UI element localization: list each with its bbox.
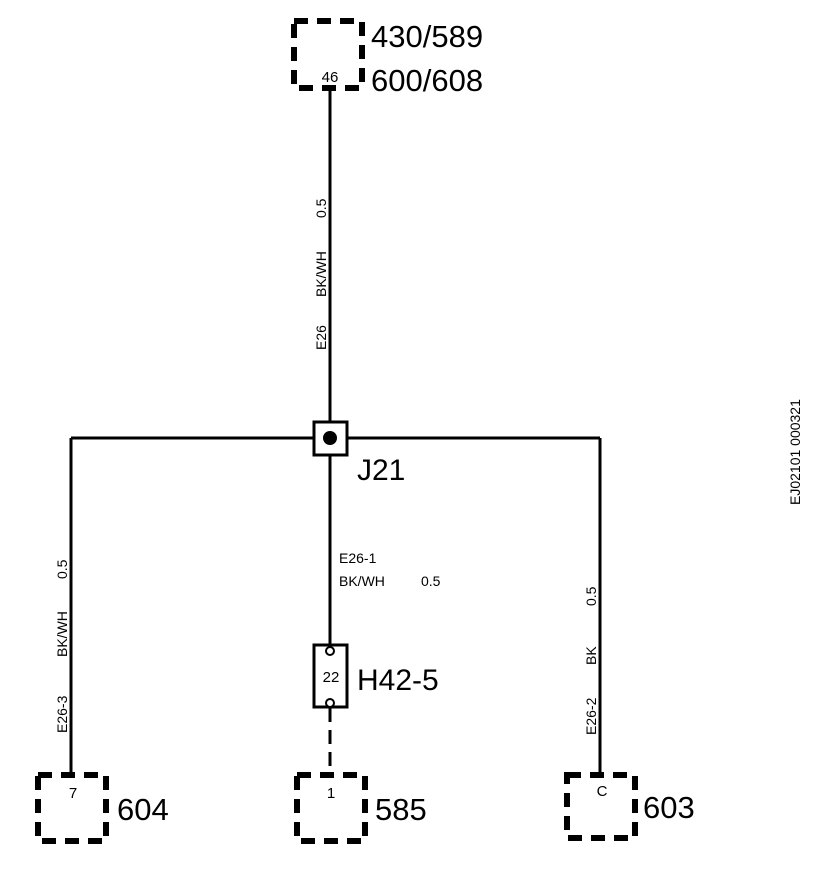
- top-connector: 46 430/589 600/608: [291, 18, 483, 98]
- connector-604-label: 604: [117, 792, 169, 827]
- connector-603: C 603: [564, 772, 695, 841]
- inline-connector-pin: 22: [323, 669, 340, 686]
- splice-dot: [323, 431, 337, 445]
- top-connector-pin: 46: [322, 69, 339, 86]
- connector-585-pin: 1: [327, 785, 335, 802]
- wire-main-size: 0.5: [313, 198, 329, 218]
- inline-connector-h42-5: 22 H42-5: [312, 643, 439, 709]
- wire-left-labels: E26-3 BK/WH 0.5: [54, 559, 70, 733]
- connector-585: 1 585: [294, 772, 427, 844]
- top-connector-label-a: 430/589: [371, 19, 483, 54]
- connector-604-box: [35, 772, 109, 844]
- wire-center-circuit: E26-1: [339, 550, 377, 566]
- wire-right-color: BK: [583, 646, 599, 665]
- connector-604: 7 604: [35, 772, 169, 844]
- wire-main-color: BK/WH: [313, 251, 329, 297]
- connector-603-label: 603: [643, 790, 695, 825]
- connector-603-pin: C: [597, 783, 608, 800]
- wire-center-labels: E26-1 BK/WH 0.5: [339, 550, 441, 589]
- connector-585-label: 585: [375, 792, 427, 827]
- inline-connector-pin-bottom: [325, 698, 335, 708]
- splice-box: [312, 420, 349, 457]
- wire-left-color: BK/WH: [54, 611, 70, 657]
- splice-j21: J21: [312, 420, 405, 487]
- wire-left-circuit: E26-3: [54, 695, 70, 733]
- splice-label: J21: [357, 454, 405, 487]
- wire-right-labels: E26-2 BK 0.5: [583, 586, 599, 735]
- drawing-id: EJ02101 000321: [787, 399, 803, 505]
- top-connector-box: [291, 18, 365, 91]
- wire-main-labels: E26 BK/WH 0.5: [313, 198, 329, 350]
- inline-connector-pin-top: [325, 646, 335, 656]
- top-connector-label-b: 600/608: [371, 63, 483, 98]
- connector-604-pin: 7: [69, 785, 77, 802]
- connector-603-box: [564, 772, 638, 841]
- wire-center-color: BK/WH: [339, 573, 385, 589]
- wire-center-size: 0.5: [421, 573, 441, 589]
- wire-right-circuit: E26-2: [583, 697, 599, 735]
- inline-connector-label: H42-5: [357, 664, 439, 697]
- wire-left-size: 0.5: [54, 559, 70, 579]
- connector-585-box: [294, 772, 368, 844]
- wire-right-size: 0.5: [583, 586, 599, 606]
- wire-main-circuit: E26: [313, 325, 329, 350]
